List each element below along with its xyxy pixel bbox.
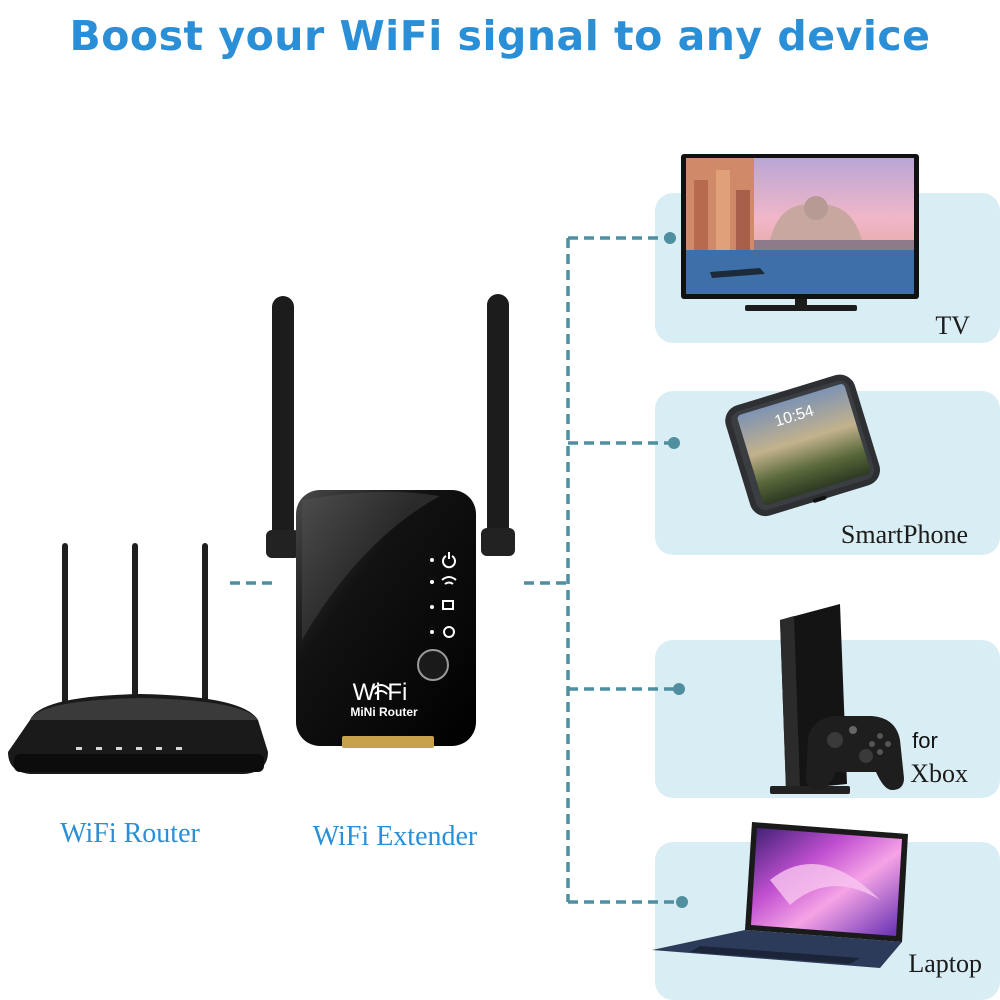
label-laptop: Laptop — [908, 949, 982, 978]
dot-smartphone — [668, 437, 680, 449]
wifi-extender-icon: Wi Fi MiNi Router — [266, 294, 515, 748]
extender-brand: Wi Fi — [353, 679, 408, 706]
power-indicator-icon — [442, 552, 456, 569]
dot-xbox — [673, 683, 685, 695]
connection-lines — [230, 236, 680, 904]
xbox-icon — [770, 604, 904, 794]
dot-tv — [664, 232, 676, 244]
extender-model: MiNi Router — [350, 705, 418, 719]
label-xbox-prefix: for — [912, 728, 938, 753]
connection-dots — [664, 232, 688, 908]
wps-button — [417, 649, 449, 681]
label-smartphone: SmartPhone — [841, 520, 968, 549]
wps-indicator-icon — [443, 626, 455, 638]
headline: Boost your WiFi signal to any device — [69, 12, 931, 60]
label-tv: TV — [935, 311, 970, 340]
dot-laptop — [676, 896, 688, 908]
label-wifi-router: WiFi Router — [60, 818, 200, 849]
brand-wifi-icon — [371, 684, 391, 695]
smartphone-icon: 10:54 — [725, 374, 881, 517]
label-wifi-extender: WiFi Extender — [313, 821, 478, 852]
wifi-indicator-icon — [441, 576, 457, 585]
label-xbox: Xbox — [910, 759, 968, 788]
tv-icon — [681, 154, 919, 311]
wifi-router-icon — [8, 543, 268, 774]
laptop-icon — [652, 822, 908, 968]
lan-indicator-icon — [442, 600, 454, 610]
